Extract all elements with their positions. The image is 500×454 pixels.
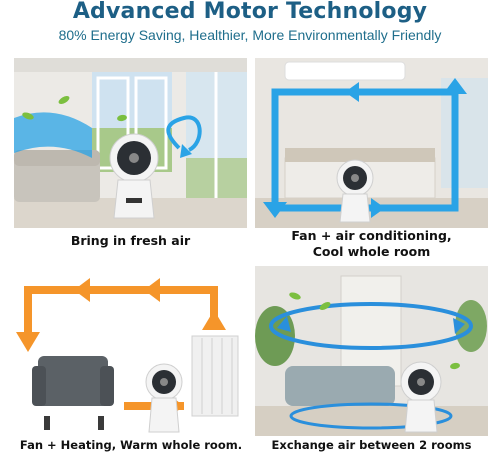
fan-unit: [400, 361, 442, 433]
fan-unit: [336, 159, 374, 223]
arrow-left-icon: [345, 82, 359, 102]
armchair: [32, 356, 114, 430]
leaf-icon: [58, 96, 70, 104]
page-title: Advanced Motor Technology: [72, 0, 428, 24]
airflow-stream: [14, 112, 92, 158]
arrow-up-icon: [443, 78, 467, 94]
arrow-down-icon: [263, 202, 287, 218]
fan-unit: [109, 133, 159, 219]
leaf-icon: [289, 292, 301, 300]
cooling-illustration: [255, 58, 488, 228]
arrow-icon: [453, 318, 465, 334]
air-ring-upper: [269, 302, 473, 350]
caption-fresh-air: Bring in fresh air: [70, 233, 191, 248]
arrow-icon: [277, 316, 291, 332]
heating-flow-arrows: [24, 286, 218, 340]
radiator: [191, 335, 239, 417]
swirl-arrow-icon: [166, 115, 202, 152]
page-subtitle: 80% Energy Saving, Healthier, More Envir…: [58, 27, 442, 43]
scene-air-conditioning: [255, 58, 488, 228]
leaf-icon: [117, 114, 127, 122]
fresh-air-illustration: [14, 58, 247, 228]
arrow-up-icon: [202, 310, 226, 330]
scene-heating: [14, 266, 247, 436]
caption-exchange-air: Exchange air between 2 rooms: [271, 438, 472, 452]
scene-exchange-air: [255, 266, 488, 436]
leaf-icon: [22, 112, 34, 120]
heating-illustration: [14, 266, 247, 436]
arrow-left-icon: [144, 278, 160, 302]
cooling-flow-arrows: [271, 88, 459, 212]
arrow-right-icon: [371, 198, 385, 218]
caption-heating: Fan + Heating, Warm whole room.: [19, 438, 243, 452]
air-conditioner: [284, 61, 406, 81]
fan-unit: [145, 363, 183, 433]
leaf-icon: [319, 302, 331, 310]
scene-fresh-air: [14, 58, 247, 228]
caption-air-conditioning: Fan + air conditioning, Cool whole room: [291, 228, 452, 259]
leaf-icon: [450, 362, 460, 370]
arrow-left-icon: [74, 278, 90, 302]
exchange-illustration: [255, 266, 488, 436]
sofa: [285, 366, 395, 406]
sofa: [14, 158, 100, 202]
arrow-down-icon: [16, 332, 40, 352]
air-ring-lower: [289, 402, 453, 430]
